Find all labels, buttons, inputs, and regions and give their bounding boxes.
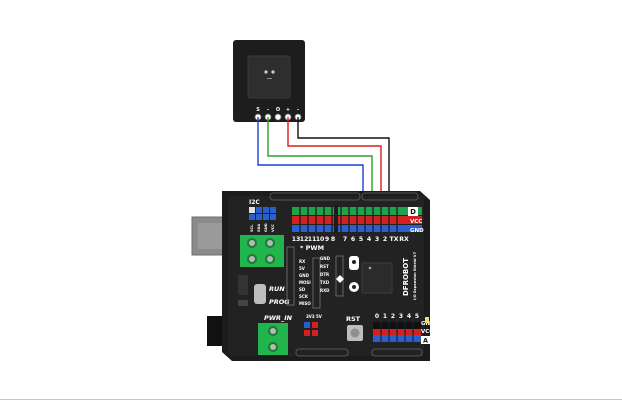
top-header-outline xyxy=(269,192,419,201)
component xyxy=(238,300,248,306)
sensor-pin xyxy=(274,113,282,121)
dfrobot-logo xyxy=(336,256,359,292)
spi-label: RX xyxy=(299,259,305,264)
sensor-pin-label: + xyxy=(286,107,290,113)
isp-labels: GND RST DTR TXD RXD xyxy=(320,256,331,293)
digital-number: 2 xyxy=(383,236,387,243)
i2c-pin-label: SCL xyxy=(250,224,254,232)
digital-tag xyxy=(408,207,418,216)
digital-number: 4 xyxy=(367,236,372,243)
sensor-pin-label: - xyxy=(267,107,269,113)
vcc-label: VCC xyxy=(410,219,422,225)
sensor-chip xyxy=(247,55,291,99)
spi-label: 5V xyxy=(299,266,306,271)
analog-number: 3 xyxy=(399,313,403,320)
analog-number: 5 xyxy=(415,313,419,320)
terminal-block-motor xyxy=(240,235,284,267)
wires xyxy=(257,117,390,215)
digital-header-grid xyxy=(299,205,398,233)
analog-header-grid xyxy=(380,322,414,342)
led xyxy=(425,317,429,323)
i2c-pin-label: GND xyxy=(264,223,268,232)
isp-label: RXD xyxy=(320,288,330,293)
terminal-block-power xyxy=(258,323,288,355)
sensor-dot-right xyxy=(271,70,275,74)
analog-number: 4 xyxy=(407,313,411,320)
analog-number: 1 xyxy=(383,313,387,320)
analog-number: 0 xyxy=(375,313,379,320)
analog-gnd-label: GND xyxy=(421,321,435,327)
spi-label: MISO xyxy=(299,301,311,306)
bottom-header-outline xyxy=(295,348,423,357)
digital-number: 10 xyxy=(316,236,325,243)
digital-number: 5 xyxy=(359,236,363,243)
pwr-in-label: PWR_IN xyxy=(264,314,293,322)
isp-label: TXD xyxy=(320,280,330,285)
wire-blue xyxy=(257,117,364,215)
i2c-pin-label: SDA xyxy=(257,224,261,232)
digital-number: 7 xyxy=(343,236,347,243)
sensor-module: S - O + - xyxy=(233,40,305,122)
sensor-pin-label: - xyxy=(297,107,299,113)
prog-label: PROG xyxy=(269,298,290,306)
digital-number: 3 xyxy=(375,236,379,243)
run-label: RUN xyxy=(269,285,285,293)
spi-label: SCK xyxy=(299,294,309,299)
analog-numbers: 0 1 2 3 4 5 xyxy=(375,313,419,320)
digital-number: 6 xyxy=(351,236,355,243)
spi-labels: RX 5V GND MOSI SD SCK MISO xyxy=(299,259,311,306)
wire-green xyxy=(267,117,373,215)
model-text: I/O Expansion Shield V7 xyxy=(413,251,417,300)
main-chip xyxy=(361,262,393,294)
digital-number: 9 xyxy=(325,236,329,243)
sensor-pin-label: S xyxy=(256,107,260,113)
spi-label: GND xyxy=(299,273,310,278)
digital-number: 13 xyxy=(292,236,301,243)
digital-number: 11 xyxy=(308,236,317,243)
wire-red xyxy=(287,117,382,215)
component xyxy=(238,275,248,295)
pwm-label: * PWM xyxy=(300,244,324,252)
isp-label: RST xyxy=(320,264,329,269)
digital-numbers: 13 12 11 10 9 8 7 6 5 4 3 2 TX RX xyxy=(292,236,409,243)
power-pin-label: 3V3 xyxy=(306,314,315,319)
isp-label: DTR xyxy=(320,272,329,277)
spi-label: SD xyxy=(299,287,306,292)
sensor-mark xyxy=(267,78,272,79)
run-prog-switch xyxy=(254,284,266,304)
wire-black xyxy=(297,117,390,215)
brand-text: DFROBOT xyxy=(402,258,410,296)
digital-number: RX xyxy=(399,236,409,243)
analog-vcc-label: VCC xyxy=(421,329,433,335)
power-pin-label: 5V xyxy=(316,314,323,319)
io-shield: I2C SCL SDA GND VCC RUN PROG xyxy=(191,191,435,361)
analog-tag-label: A xyxy=(423,337,428,345)
sensor-dot-left xyxy=(264,70,268,74)
isp-label: GND xyxy=(320,256,331,261)
rst-label: RST xyxy=(346,315,361,323)
i2c-header xyxy=(249,207,276,220)
digital-number: 8 xyxy=(331,236,335,243)
i2c-pin-labels: SCL SDA GND VCC xyxy=(250,223,275,232)
gnd-label: GND xyxy=(410,228,424,234)
spi-header xyxy=(286,246,295,306)
i2c-label: I2C xyxy=(249,199,260,206)
digital-number: 12 xyxy=(300,236,309,243)
sensor-pin-labels: S - O + - xyxy=(256,107,299,113)
isp-header xyxy=(335,255,344,297)
analog-number: 2 xyxy=(391,313,395,320)
sensor-pin-label: O xyxy=(276,107,280,113)
digital-tag-label: D xyxy=(410,208,416,216)
i2c-pin-label: VCC xyxy=(271,224,275,232)
digital-number: TX xyxy=(390,236,399,243)
power-pins xyxy=(304,322,318,336)
analog-tag xyxy=(421,336,430,344)
spi-label: MOSI xyxy=(299,280,311,285)
spi-pins xyxy=(312,257,321,309)
